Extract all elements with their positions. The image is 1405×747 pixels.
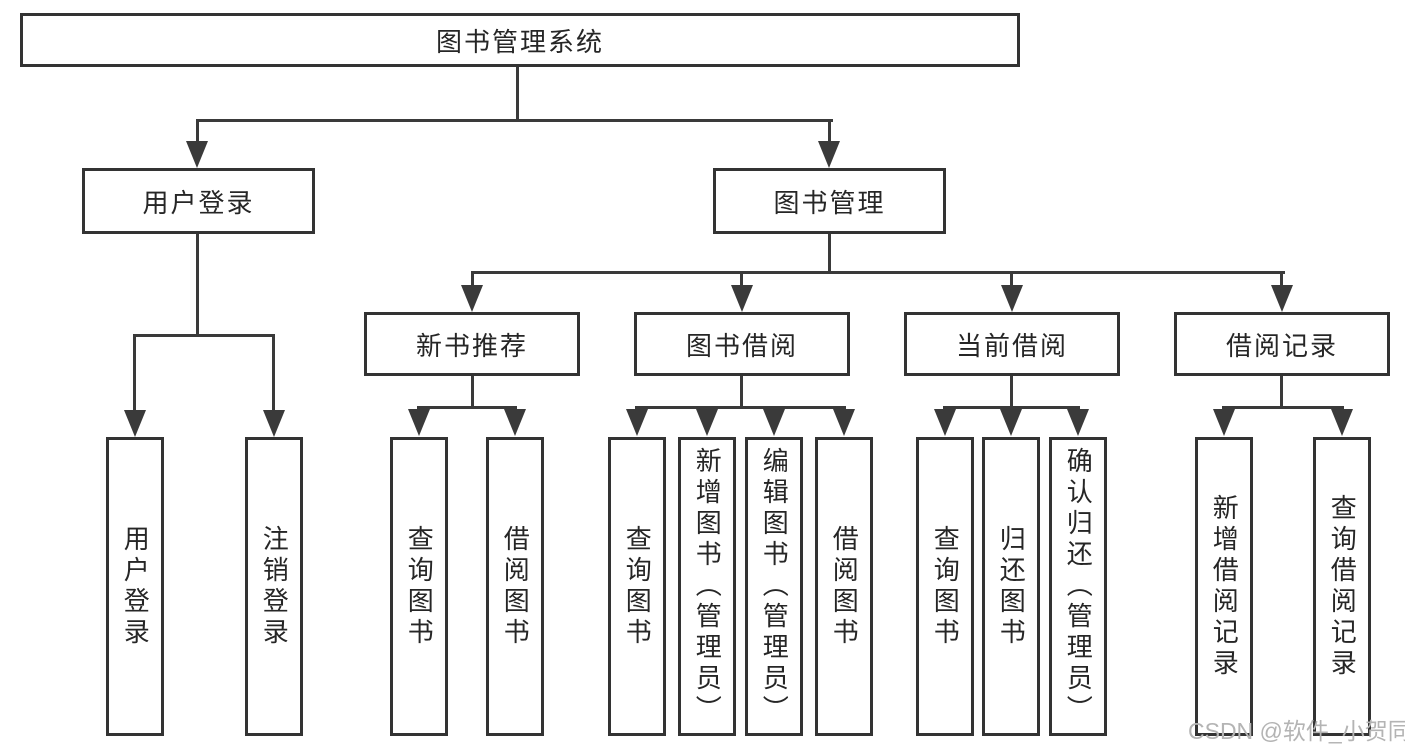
connector-line [740, 271, 743, 289]
connector-line [1280, 376, 1283, 409]
connector-arrowhead-icon [1213, 409, 1235, 436]
node-label: 新书推荐 [415, 330, 528, 361]
node-search-borrow-record: 查询借阅记录 [1313, 437, 1371, 736]
connector-line [635, 406, 846, 409]
node-add-borrow-record: 新增借阅记录 [1195, 437, 1253, 736]
node-label: 当前借阅 [955, 330, 1068, 361]
connector-line [1010, 376, 1013, 409]
connector-arrowhead-icon [461, 285, 483, 312]
connector-arrowhead-icon [263, 410, 285, 437]
connector-line [1280, 271, 1283, 289]
node-label: 确认归还（管理员） [1063, 447, 1094, 726]
node-label: 用户登录 [142, 187, 255, 218]
node-search-books-recommend: 查询图书 [390, 437, 448, 736]
node-label: 归还图书 [996, 524, 1027, 649]
node-book-management: 图书管理 [713, 168, 946, 234]
node-edit-book-admin: 编辑图书（管理员） [745, 437, 803, 736]
connector-line [471, 271, 1285, 274]
connector-line [471, 271, 474, 289]
node-label: 新增借阅记录 [1209, 493, 1240, 680]
node-label: 查询图书 [622, 524, 653, 649]
node-new-book-recommend: 新书推荐 [364, 312, 580, 376]
node-logout: 注销登录 [245, 437, 303, 736]
connector-line [417, 406, 517, 409]
connector-arrowhead-icon [408, 409, 430, 436]
connector-arrowhead-icon [1001, 285, 1023, 312]
node-label: 注销登录 [259, 524, 290, 649]
connector-line [828, 234, 831, 274]
node-confirm-return-admin: 确认归还（管理员） [1049, 437, 1107, 736]
connector-arrowhead-icon [1271, 285, 1293, 312]
connector-line [943, 406, 1080, 409]
node-label: 借阅图书 [500, 524, 531, 649]
node-borrow-records: 借阅记录 [1174, 312, 1390, 376]
connector-line [196, 119, 199, 144]
watermark: CSDN @软件_小贺同学 [1188, 718, 1405, 744]
node-label: 查询图书 [404, 524, 435, 649]
node-book-borrow: 图书借阅 [634, 312, 850, 376]
node-label: 借阅图书 [829, 524, 860, 649]
node-borrow-books-leaf: 借阅图书 [815, 437, 873, 736]
connector-arrowhead-icon [1331, 409, 1353, 436]
connector-line [196, 119, 833, 122]
node-root: 图书管理系统 [20, 13, 1020, 67]
node-add-book-admin: 新增图书（管理员） [678, 437, 736, 736]
node-label: 查询借阅记录 [1327, 493, 1358, 680]
connector-arrowhead-icon [934, 409, 956, 436]
connector-arrowhead-icon [124, 410, 146, 437]
node-label: 图书借阅 [685, 330, 798, 361]
connector-line [133, 334, 136, 412]
connector-line [1010, 271, 1013, 289]
node-label: 查询图书 [930, 524, 961, 649]
connector-arrowhead-icon [626, 409, 648, 436]
connector-line [196, 234, 199, 336]
connector-arrowhead-icon [696, 409, 718, 436]
connector-line [828, 119, 831, 144]
node-return-book: 归还图书 [982, 437, 1040, 736]
connector-arrowhead-icon [731, 285, 753, 312]
node-label: 借阅记录 [1225, 330, 1338, 361]
connector-line [516, 66, 519, 122]
connector-arrowhead-icon [818, 141, 840, 168]
node-label: 图书管理系统 [435, 26, 604, 57]
node-borrow-books-recommend: 借阅图书 [486, 437, 544, 736]
node-label: 图书管理 [773, 187, 886, 218]
node-current-borrow: 当前借阅 [904, 312, 1120, 376]
connector-line [471, 376, 474, 409]
node-label: 用户登录 [120, 524, 151, 649]
connector-arrowhead-icon [504, 409, 526, 436]
connector-arrowhead-icon [1067, 409, 1089, 436]
connector-arrowhead-icon [1000, 409, 1022, 436]
node-user-login-leaf: 用户登录 [106, 437, 164, 736]
connector-line [272, 334, 275, 412]
node-user-login: 用户登录 [82, 168, 315, 234]
node-search-books-current: 查询图书 [916, 437, 974, 736]
connector-arrowhead-icon [833, 409, 855, 436]
node-label: 新增图书（管理员） [692, 447, 723, 726]
node-label: 编辑图书（管理员） [759, 447, 790, 726]
connector-line [133, 334, 275, 337]
connector-line [1222, 406, 1344, 409]
connector-line [740, 376, 743, 409]
node-search-books-borrow: 查询图书 [608, 437, 666, 736]
connector-arrowhead-icon [763, 409, 785, 436]
connector-arrowhead-icon [186, 141, 208, 168]
